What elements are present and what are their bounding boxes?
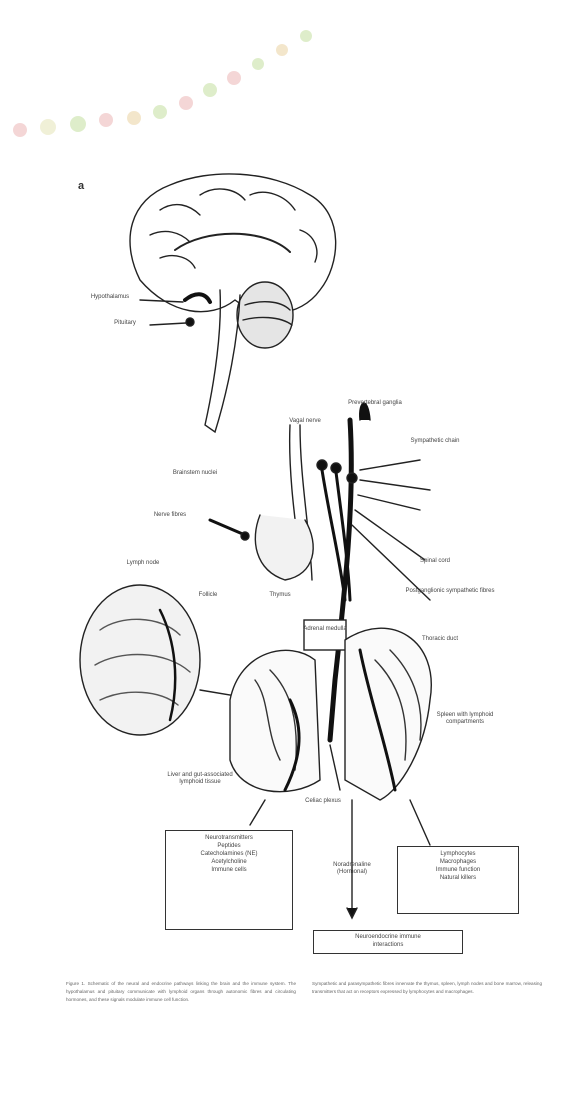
label-pituitary: Pituitary bbox=[100, 320, 150, 327]
box-center-line-2: (Hormonal) bbox=[328, 869, 376, 876]
label-lymph-node: Lymph node bbox=[118, 560, 168, 567]
label-follicle: Follicle bbox=[188, 592, 228, 599]
caption-right: Sympathetic and parasympathetic fibres i… bbox=[312, 980, 542, 996]
label-vagal-nerve: Vagal nerve bbox=[280, 418, 330, 425]
label-spinal-cord: Spinal cord bbox=[405, 558, 465, 565]
liver-outline bbox=[230, 650, 320, 791]
label-spleen: Spleen with lymphoid compartments bbox=[430, 712, 500, 726]
label-thymus: Thymus bbox=[260, 592, 300, 599]
box-left-neurotransmitters: Neurotransmitters Peptides Catecholamine… bbox=[165, 830, 293, 930]
label-sympathetic-chain: Sympathetic chain bbox=[400, 438, 470, 445]
box-right-immune-cells: Lymphocytes Macrophages Immune function … bbox=[397, 846, 519, 914]
box-right-line-2: Macrophages bbox=[402, 858, 514, 866]
box-bottom-interactions: Neuroendocrine immune interactions bbox=[313, 930, 463, 954]
box-right-line-3: Immune function bbox=[402, 866, 514, 874]
box-right-line-4: Natural killers bbox=[402, 874, 514, 882]
label-prevertebral-ganglia: Prevertebral ganglia bbox=[335, 400, 415, 407]
box-left-line-5: Immune cells bbox=[170, 866, 288, 874]
box-left-line-4: Acetylcholine bbox=[170, 858, 288, 866]
box-left-line-2: Peptides bbox=[170, 842, 288, 850]
label-hypothalamus: Hypothalamus bbox=[75, 294, 145, 301]
box-center-line-1: Noradrenaline bbox=[328, 862, 376, 869]
box-center-text: Noradrenaline (Hormonal) bbox=[328, 862, 376, 876]
label-liver: Liver and gut-associated lymphoid tissue bbox=[160, 772, 240, 786]
label-thoracic-duct: Thoracic duct bbox=[405, 636, 475, 643]
lymph-node bbox=[80, 585, 200, 735]
brain-outline bbox=[130, 174, 336, 313]
label-nerve-fibres: Nerve fibres bbox=[140, 512, 200, 519]
box-right-line-1: Lymphocytes bbox=[402, 850, 514, 858]
box-bottom-line-1: Neuroendocrine immune bbox=[316, 933, 460, 941]
label-adrenal-medulla: Adrenal medulla bbox=[302, 626, 348, 633]
box-left-line-1: Neurotransmitters bbox=[170, 834, 288, 842]
box-left-line-3: Catecholamines (NE) bbox=[170, 850, 288, 858]
label-postganglionic: Postganglionic sympathetic fibres bbox=[395, 588, 505, 595]
caption-left: Figure 1. Schematic of the neural and en… bbox=[66, 980, 296, 1004]
box-bottom-line-2: interactions bbox=[316, 941, 460, 949]
spleen-outline bbox=[345, 628, 431, 800]
label-brainstem-nuclei: Brainstem nuclei bbox=[160, 470, 230, 477]
label-celiac-plexus: Celiac plexus bbox=[298, 798, 348, 805]
